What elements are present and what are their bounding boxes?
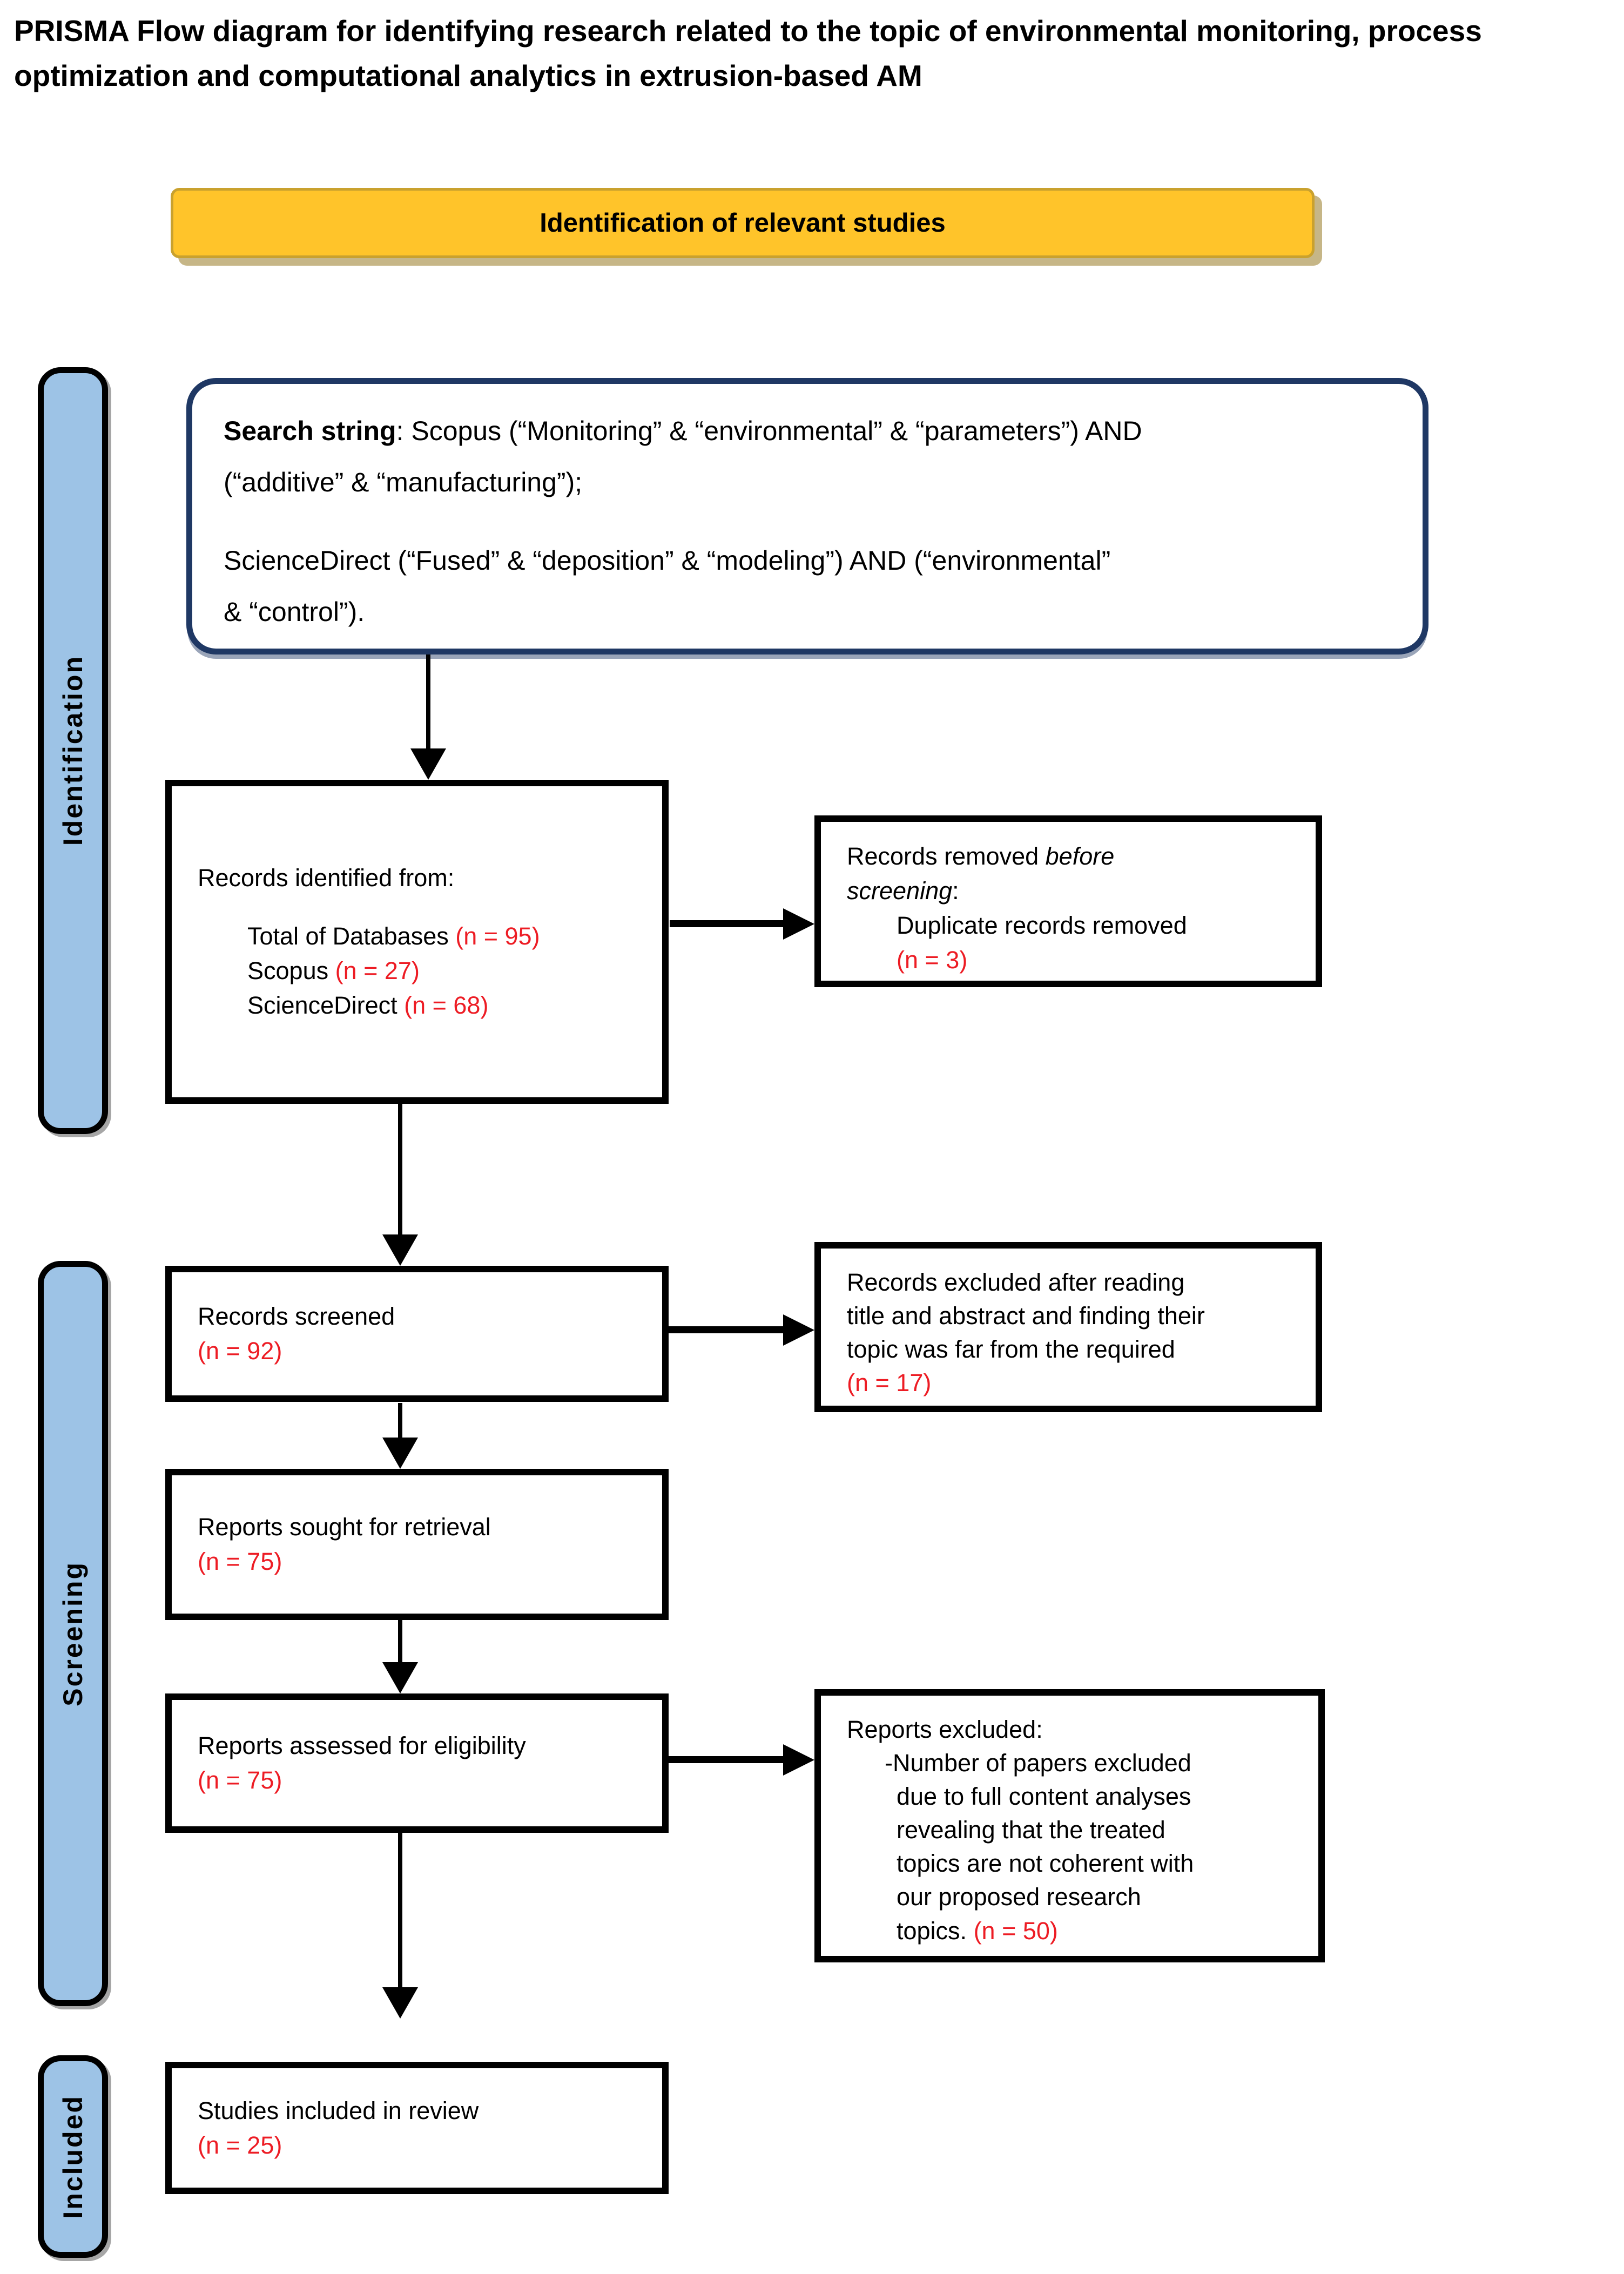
search-string-label: Search string <box>224 416 396 446</box>
reports-excluded-line4: revealing that the treated <box>897 1816 1165 1844</box>
records-removed-count: (n = 3) <box>897 946 968 974</box>
reports-sought-label: Reports sought for retrieval <box>198 1513 491 1541</box>
arrow-screened-to-sought-head <box>382 1438 418 1469</box>
records-removed-duplicates: Duplicate records removed <box>897 911 1187 939</box>
records-removed-line2-colon: : <box>952 876 959 905</box>
records-excluded-count: (n = 17) <box>847 1369 932 1397</box>
arrow-sought-to-assessed-head <box>382 1662 418 1693</box>
records-removed-line1-normal: Records removed <box>847 842 1046 870</box>
reports-excluded-line6: our proposed research <box>897 1883 1141 1911</box>
item-scopus-count: (n = 27) <box>335 957 420 984</box>
records-excluded-line3: topic was far from the required <box>847 1335 1175 1364</box>
studies-included-count: (n = 25) <box>198 2131 282 2159</box>
reports-assessed-box: Reports assessed for eligibility (n = 75… <box>165 1693 669 1833</box>
records-identified-item-sciencedirect: ScienceDirect (n = 68) <box>247 988 649 1023</box>
arrow-search-to-identified-line <box>426 654 430 750</box>
reports-excluded-line7: topics. (n = 50) <box>897 1914 1305 1948</box>
reports-assessed-count: (n = 75) <box>198 1766 282 1794</box>
item-scopus-label: Scopus <box>247 957 335 984</box>
reports-sought-box: Reports sought for retrieval (n = 75) <box>165 1469 669 1620</box>
page-title-line2: optimization and computational analytics… <box>14 58 922 92</box>
arrow-assessed-to-included-head <box>382 1987 418 2019</box>
search-string-line3: ScienceDirect (“Fused” & “deposition” & … <box>224 545 1111 576</box>
records-identified-item-total: Total of Databases (n = 95) <box>247 919 649 954</box>
studies-included-label: Studies included in review <box>198 2096 479 2124</box>
records-removed-line1-italic: before <box>1045 842 1115 870</box>
item-sciencedirect-count: (n = 68) <box>404 991 489 1019</box>
item-total-label: Total of Databases <box>247 922 456 950</box>
arrow-screened-to-sought-line <box>398 1403 402 1439</box>
item-sciencedirect-label: ScienceDirect <box>247 991 405 1019</box>
records-excluded-box: Records excluded after reading title and… <box>814 1242 1322 1412</box>
records-screened-box: Records screened (n = 92) <box>165 1266 669 1402</box>
search-string-line1: Search string: Scopus (“Monitoring” & “e… <box>224 406 1390 457</box>
reports-sought-count: (n = 75) <box>198 1548 282 1575</box>
records-removed-line2-italic: screening <box>847 876 953 905</box>
arrow-identified-to-removed-line <box>670 920 784 927</box>
arrow-assessed-to-reports-excluded-head <box>783 1744 814 1776</box>
sidebar-phase-included: Included <box>38 2055 108 2258</box>
reports-assessed-label: Reports assessed for eligibility <box>198 1732 526 1760</box>
reports-excluded-count: (n = 50) <box>973 1917 1058 1945</box>
arrow-assessed-to-included-line <box>398 1833 402 1988</box>
records-identified-item-scopus: Scopus (n = 27) <box>247 954 649 988</box>
identification-banner-label: Identification of relevant studies <box>540 208 946 238</box>
page-title-line1: PRISMA Flow diagram for identifying rese… <box>14 14 1482 48</box>
search-string-line4: & “control”). <box>224 597 365 627</box>
arrow-screened-to-excluded-head <box>783 1314 814 1346</box>
sidebar-phase-identification-label: Identification <box>58 655 88 846</box>
sidebar-phase-identification: Identification <box>38 367 108 1134</box>
reports-excluded-line5: topics are not coherent with <box>897 1850 1194 1878</box>
search-string-box: Search string: Scopus (“Monitoring” & “e… <box>186 378 1428 654</box>
records-excluded-line2: title and abstract and finding their <box>847 1302 1205 1330</box>
search-string-line2: (“additive” & “manufacturing”); <box>224 467 583 497</box>
records-screened-count: (n = 92) <box>198 1337 282 1365</box>
records-identified-heading: Records identified from: <box>198 864 455 892</box>
arrow-identified-to-screened-head <box>382 1234 418 1266</box>
arrow-assessed-to-reports-excluded-line <box>668 1756 784 1763</box>
page-title: PRISMA Flow diagram for identifying rese… <box>14 9 1615 98</box>
records-removed-line2: screening: <box>847 874 1303 908</box>
arrow-search-to-identified-head <box>410 748 446 780</box>
sidebar-phase-screening: Screening <box>38 1261 108 2006</box>
arrow-screened-to-excluded-line <box>668 1326 784 1333</box>
identification-banner: Identification of relevant studies <box>171 188 1315 258</box>
reports-excluded-line3: due to full content analyses <box>897 1783 1191 1811</box>
reports-excluded-box: Reports excluded: -Number of papers excl… <box>814 1689 1325 1962</box>
records-identified-box: Records identified from: Total of Databa… <box>165 780 669 1104</box>
item-total-count: (n = 95) <box>455 922 540 950</box>
records-removed-line1: Records removed before <box>847 839 1303 874</box>
records-removed-box: Records removed before screening: Duplic… <box>814 815 1322 987</box>
reports-excluded-last-text: topics. <box>897 1917 974 1945</box>
search-string-line1-rest: : Scopus (“Monitoring” & “environmental”… <box>396 416 1142 446</box>
records-excluded-line1: Records excluded after reading <box>847 1268 1185 1296</box>
sidebar-phase-included-label: Included <box>58 2094 88 2219</box>
arrow-sought-to-assessed-line <box>398 1620 402 1663</box>
arrow-identified-to-screened-line <box>398 1104 402 1236</box>
reports-excluded-heading: Reports excluded: <box>847 1716 1043 1743</box>
studies-included-box: Studies included in review (n = 25) <box>165 2062 669 2194</box>
sidebar-phase-screening-label: Screening <box>58 1561 88 1706</box>
records-screened-label: Records screened <box>198 1303 395 1331</box>
arrow-identified-to-removed-head <box>783 908 814 940</box>
reports-excluded-line2: -Number of papers excluded <box>885 1749 1191 1777</box>
